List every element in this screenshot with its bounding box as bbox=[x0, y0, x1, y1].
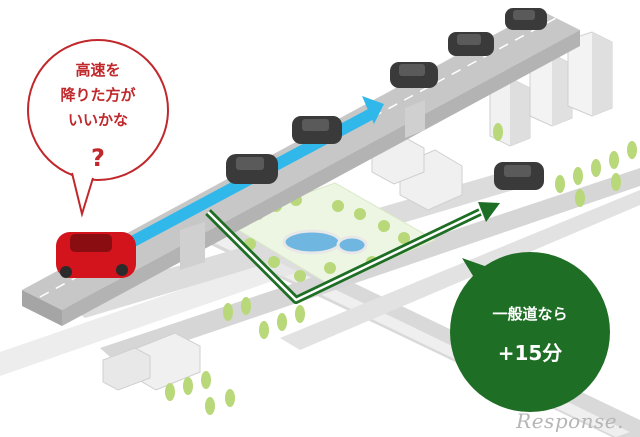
elevated-highway bbox=[22, 10, 580, 326]
pond bbox=[282, 229, 342, 255]
watermark-logo: Response. bbox=[516, 409, 624, 433]
question-line-1: 高速を bbox=[75, 61, 121, 79]
question-mark: ? bbox=[91, 144, 105, 172]
answer-line-2: +15分 bbox=[497, 341, 563, 365]
answer-line-1: 一般道なら bbox=[492, 305, 568, 323]
question-line-3: いいかな bbox=[67, 111, 128, 129]
question-text: 高速を 降りた方が いいかな bbox=[40, 58, 156, 133]
general-road-route-arrow bbox=[205, 202, 500, 304]
question-line-2: 降りた方が bbox=[60, 86, 136, 104]
red-car bbox=[56, 232, 136, 278]
answer-bubble bbox=[450, 252, 610, 412]
question-bubble bbox=[27, 39, 169, 218]
dark-cars bbox=[226, 8, 547, 190]
